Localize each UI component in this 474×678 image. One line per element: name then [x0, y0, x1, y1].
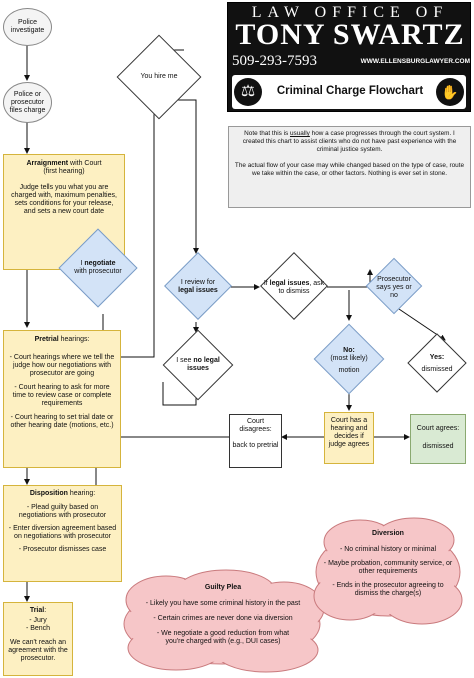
banner-line2: TONY SWARTZ: [235, 18, 465, 51]
guilty-plea-text: Guilty Plea - Likely you have some crimi…: [145, 584, 301, 645]
diversion-cloud: [313, 517, 463, 625]
banner-title: Criminal Charge Flowchart: [276, 85, 424, 97]
diversion-text: Diversion - No criminal history or minim…: [323, 530, 453, 597]
prosecutor-yes-label: Yes: dismissed: [421, 354, 453, 373]
prosecutor-no-label: No: (most likely) motion: [330, 347, 368, 374]
banner-line1: LAW OFFICE OF: [251, 4, 449, 21]
court-hearing-box: Court has a hearing and decides if judge…: [324, 412, 374, 464]
banner-title-bar: ⚖ Criminal Charge Flowchart ✋: [232, 75, 466, 109]
police-files-charge-node: Police or prosecutor files charge: [3, 82, 52, 123]
disclaimer-note: Note that this is usually how a case pro…: [228, 126, 471, 208]
ask-to-dismiss-label: If legal issues, ask to dismiss: [263, 280, 325, 295]
banner-website: WWW.ELLENSBURGLAWYER.COM: [360, 58, 470, 65]
pretrial-box: Pretrial hearings: - Court hearings wher…: [3, 330, 121, 468]
review-legal-issues-label: I review for legal issues: [178, 279, 218, 294]
court-disagrees-box: Court disagrees: back to pretrial: [229, 414, 282, 468]
you-hire-me-label: You hire me: [140, 73, 178, 80]
negotiate-label: I negotiate with prosecutor: [74, 260, 122, 275]
prosecutor-decision-label: Prosecutor says yes or no: [376, 276, 412, 299]
trial-box: Trial: - Jury - Bench We can't reach an …: [3, 602, 73, 676]
disposition-box: Disposition hearing: - Plead guilty base…: [3, 485, 122, 582]
scales-icon: ⚖: [234, 78, 262, 106]
no-legal-issues-label: I see no legal issues: [176, 357, 220, 372]
law-office-banner: LAW OFFICE OF TONY SWARTZ 509-293-7593 W…: [227, 2, 471, 112]
police-investigate-node: Police investigate: [3, 8, 52, 46]
court-agrees-box: Court agrees: dismissed: [410, 414, 466, 464]
handshake-icon: ✋: [436, 78, 464, 106]
guilty-plea-cloud: [123, 569, 325, 673]
banner-phone: 509-293-7593: [232, 53, 317, 69]
